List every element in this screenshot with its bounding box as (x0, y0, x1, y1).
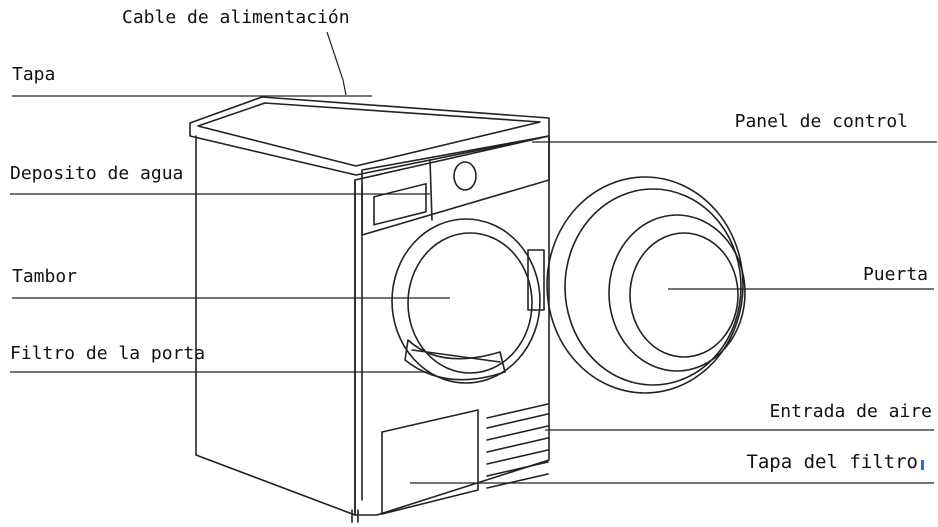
door-hinge (527, 249, 545, 311)
control-panel (361, 135, 550, 236)
label-filtro-porta: Filtro de la porta (10, 343, 206, 364)
drum-inner (407, 232, 533, 374)
accent-mark (921, 460, 924, 470)
air-intake-vents (486, 403, 549, 489)
label-deposito-agua: Deposito de agua (10, 163, 184, 184)
label-puerta: Puerta (862, 264, 928, 285)
label-tapa: Tapa (12, 64, 56, 85)
filter-cover (381, 409, 479, 515)
control-knob (453, 161, 477, 191)
label-entrada-aire: Entrada de aire (769, 401, 932, 422)
label-cable-alimentacion: Cable de alimentación (122, 7, 350, 28)
leader-cable (326, 31, 347, 96)
door-mid (564, 188, 742, 386)
door-outer (546, 176, 744, 394)
drum-outer (391, 218, 541, 384)
door-glass (608, 214, 746, 372)
front-face (354, 135, 550, 516)
label-tapa-filtro: Tapa del filtro (746, 451, 918, 473)
water-tank (373, 182, 427, 226)
left-side (195, 135, 356, 516)
label-panel-control: Panel de control (734, 111, 908, 132)
label-tambor: Tambor (12, 266, 78, 287)
